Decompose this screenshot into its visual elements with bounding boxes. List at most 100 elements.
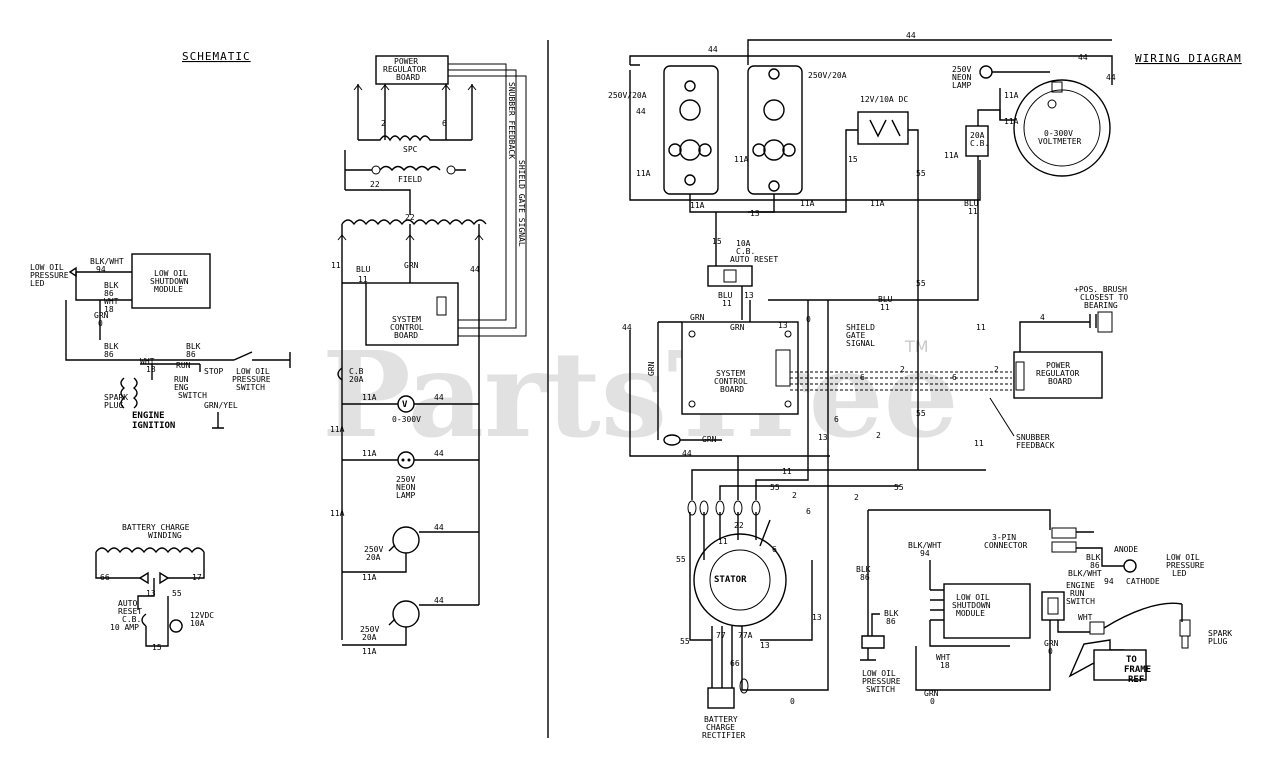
wd-bottom-0: 0 [930, 697, 935, 706]
sch-w86-b: 86 [104, 350, 114, 359]
wd-cb20-11a: 11A [944, 151, 959, 160]
sch-prb-connectors [353, 84, 477, 91]
wd-br-line2: CHARGE [706, 723, 735, 732]
sch-spc-winding [358, 135, 472, 142]
watermark-tm: TM [904, 337, 929, 356]
sch-led-line2: PRESSURE [30, 271, 69, 280]
wd-scb-line2: CONTROL [714, 377, 748, 386]
sch-row1-11a: 11A [362, 393, 377, 402]
sch-dc-circuit [141, 596, 183, 647]
wd-st-6b: 6 [772, 545, 777, 554]
wd-44-left-wire [629, 330, 738, 457]
sch-side-11a: 11A [330, 425, 345, 434]
sch-w11: 11 [331, 261, 341, 270]
sch-rec-b-line2: 20A [362, 633, 377, 642]
wd-11a-a: 11A [690, 201, 705, 210]
wd-rec-left-label: 250V/20A [608, 91, 647, 100]
wd-rec-right-label: 250V/20A [808, 71, 847, 80]
wd-dc-outlet [857, 111, 909, 145]
wd-lug4 [751, 500, 761, 516]
wd-rec-right-11a: 11A [734, 155, 749, 164]
sch-dc-line2: 10A [190, 619, 205, 628]
sch-row1-44: 44 [434, 393, 444, 402]
wd-sp-line2: PLUG [1208, 637, 1227, 646]
wd-shield-line1: SHIELD [846, 323, 875, 332]
wd-low-oil-top-wire [867, 509, 1051, 636]
wd-ers-line2: RUN [1070, 589, 1085, 598]
wd-vm-wires [992, 71, 1050, 121]
wd-ers-grn: GRN [1044, 639, 1059, 648]
wd-harness-2b: 2 [994, 365, 999, 374]
wd-rec-right-pin2 [763, 139, 785, 161]
wd-snub-line2: FEEDBACK [1016, 441, 1055, 450]
wd-rec-right-pin4 [782, 143, 796, 157]
sch-w66: 66 [100, 573, 110, 582]
wd-rect-55: 55 [676, 555, 686, 564]
wd-snub-line1: SNUBBER [1016, 433, 1050, 442]
wd-st-2b: 2 [854, 493, 859, 502]
sch-blk-3: BLK [186, 342, 201, 351]
sch-field-brush-left [371, 165, 381, 175]
sch-field-winding [379, 165, 441, 172]
sch-rec-a-line1: 250V [364, 545, 383, 554]
wd-rect-55b: 55 [680, 637, 690, 646]
sch-cb-line1: C.B [349, 367, 364, 376]
wd-rect-77: 77 [716, 631, 726, 640]
wd-prb-line2: REGULATOR [1036, 369, 1080, 378]
sch-eng-run: RUN [174, 375, 189, 384]
sch-system-control-board [365, 282, 459, 346]
sch-power-regulator-board [375, 55, 449, 85]
wd-scb-grn-b: GRN [730, 323, 745, 332]
wd-shield-line2: GATE [846, 331, 865, 340]
wd-engine-switch-rocker [1047, 597, 1059, 615]
wd-voltmeter-face [1023, 89, 1101, 167]
sch-bcw-line1: BATTERY CHARGE [122, 523, 190, 532]
wd-55-mid: 55 [916, 279, 926, 288]
sch-led-symbol [68, 266, 77, 278]
wd-voltmeter-post [1047, 99, 1057, 109]
wd-frame-ref-box [1093, 649, 1147, 681]
wd-lom-line3: MODULE [956, 609, 985, 618]
sch-cb-line2: 20A [349, 375, 364, 384]
wd-rec-left-44: 44 [636, 107, 646, 116]
sch-eng-eng: ENG [174, 383, 189, 392]
wd-cb20-line2: C.B. [970, 139, 989, 148]
wd-receptacle-right [747, 65, 803, 195]
sch-neon-dot2 [407, 458, 411, 462]
wd-fr-line3: REF [1128, 675, 1144, 685]
wd-ignition-module [1068, 639, 1111, 678]
sch-row2-11a: 11A [362, 449, 377, 458]
wd-led-blkwht: BLK/WHT [1068, 569, 1102, 578]
sch-blk: BLK [104, 281, 119, 290]
sch-lom-line2: SHUTDOWN [150, 277, 189, 286]
wd-auto-reset-button [723, 269, 737, 283]
schematic-panel: POWER REGULATOR BOARD 2 6 SPC FIELD 22 2… [30, 55, 527, 656]
sch-ignition-line2: IGNITION [132, 421, 175, 431]
wd-st-11b: 11 [718, 537, 728, 546]
wd-stator-label: STATOR [714, 575, 747, 585]
wd-dc-outlet-label: 12V/10A DC [860, 95, 908, 104]
sch-main-connectors [337, 234, 484, 241]
sch-neon-dot1 [401, 458, 405, 462]
wd-rec-left-pin2 [679, 139, 701, 161]
sch-w94: 94 [96, 265, 106, 274]
wd-rect-13b: 13 [812, 613, 822, 622]
wd-system-control-board [681, 321, 799, 415]
wd-voltmeter-terminal [1051, 81, 1063, 93]
sch-spark-line2: PLUG [104, 401, 123, 410]
wd-low-oil-led [1123, 559, 1137, 573]
sch-snubber-feedback: SNUBBER FEEDBACK [507, 82, 516, 159]
sch-scb-line1: SYSTEM [392, 315, 421, 324]
wd-los-line3: SWITCH [866, 685, 895, 694]
wd-br-line3: RECTIFIER [702, 731, 746, 740]
sch-battery-winding [95, 547, 205, 579]
sch-neon-lamp [397, 451, 415, 469]
wd-ar-13: 13 [744, 291, 754, 300]
wd-st-2: 2 [792, 491, 797, 500]
wd-blu-2: BLU [718, 291, 733, 300]
sch-shield-gate-signal: SHIELD GATE SIGNAL [517, 160, 526, 247]
wd-st-11c: 11 [974, 439, 984, 448]
sch-run: RUN [176, 361, 191, 370]
wd-vm-11a-b: 11A [1004, 117, 1019, 126]
